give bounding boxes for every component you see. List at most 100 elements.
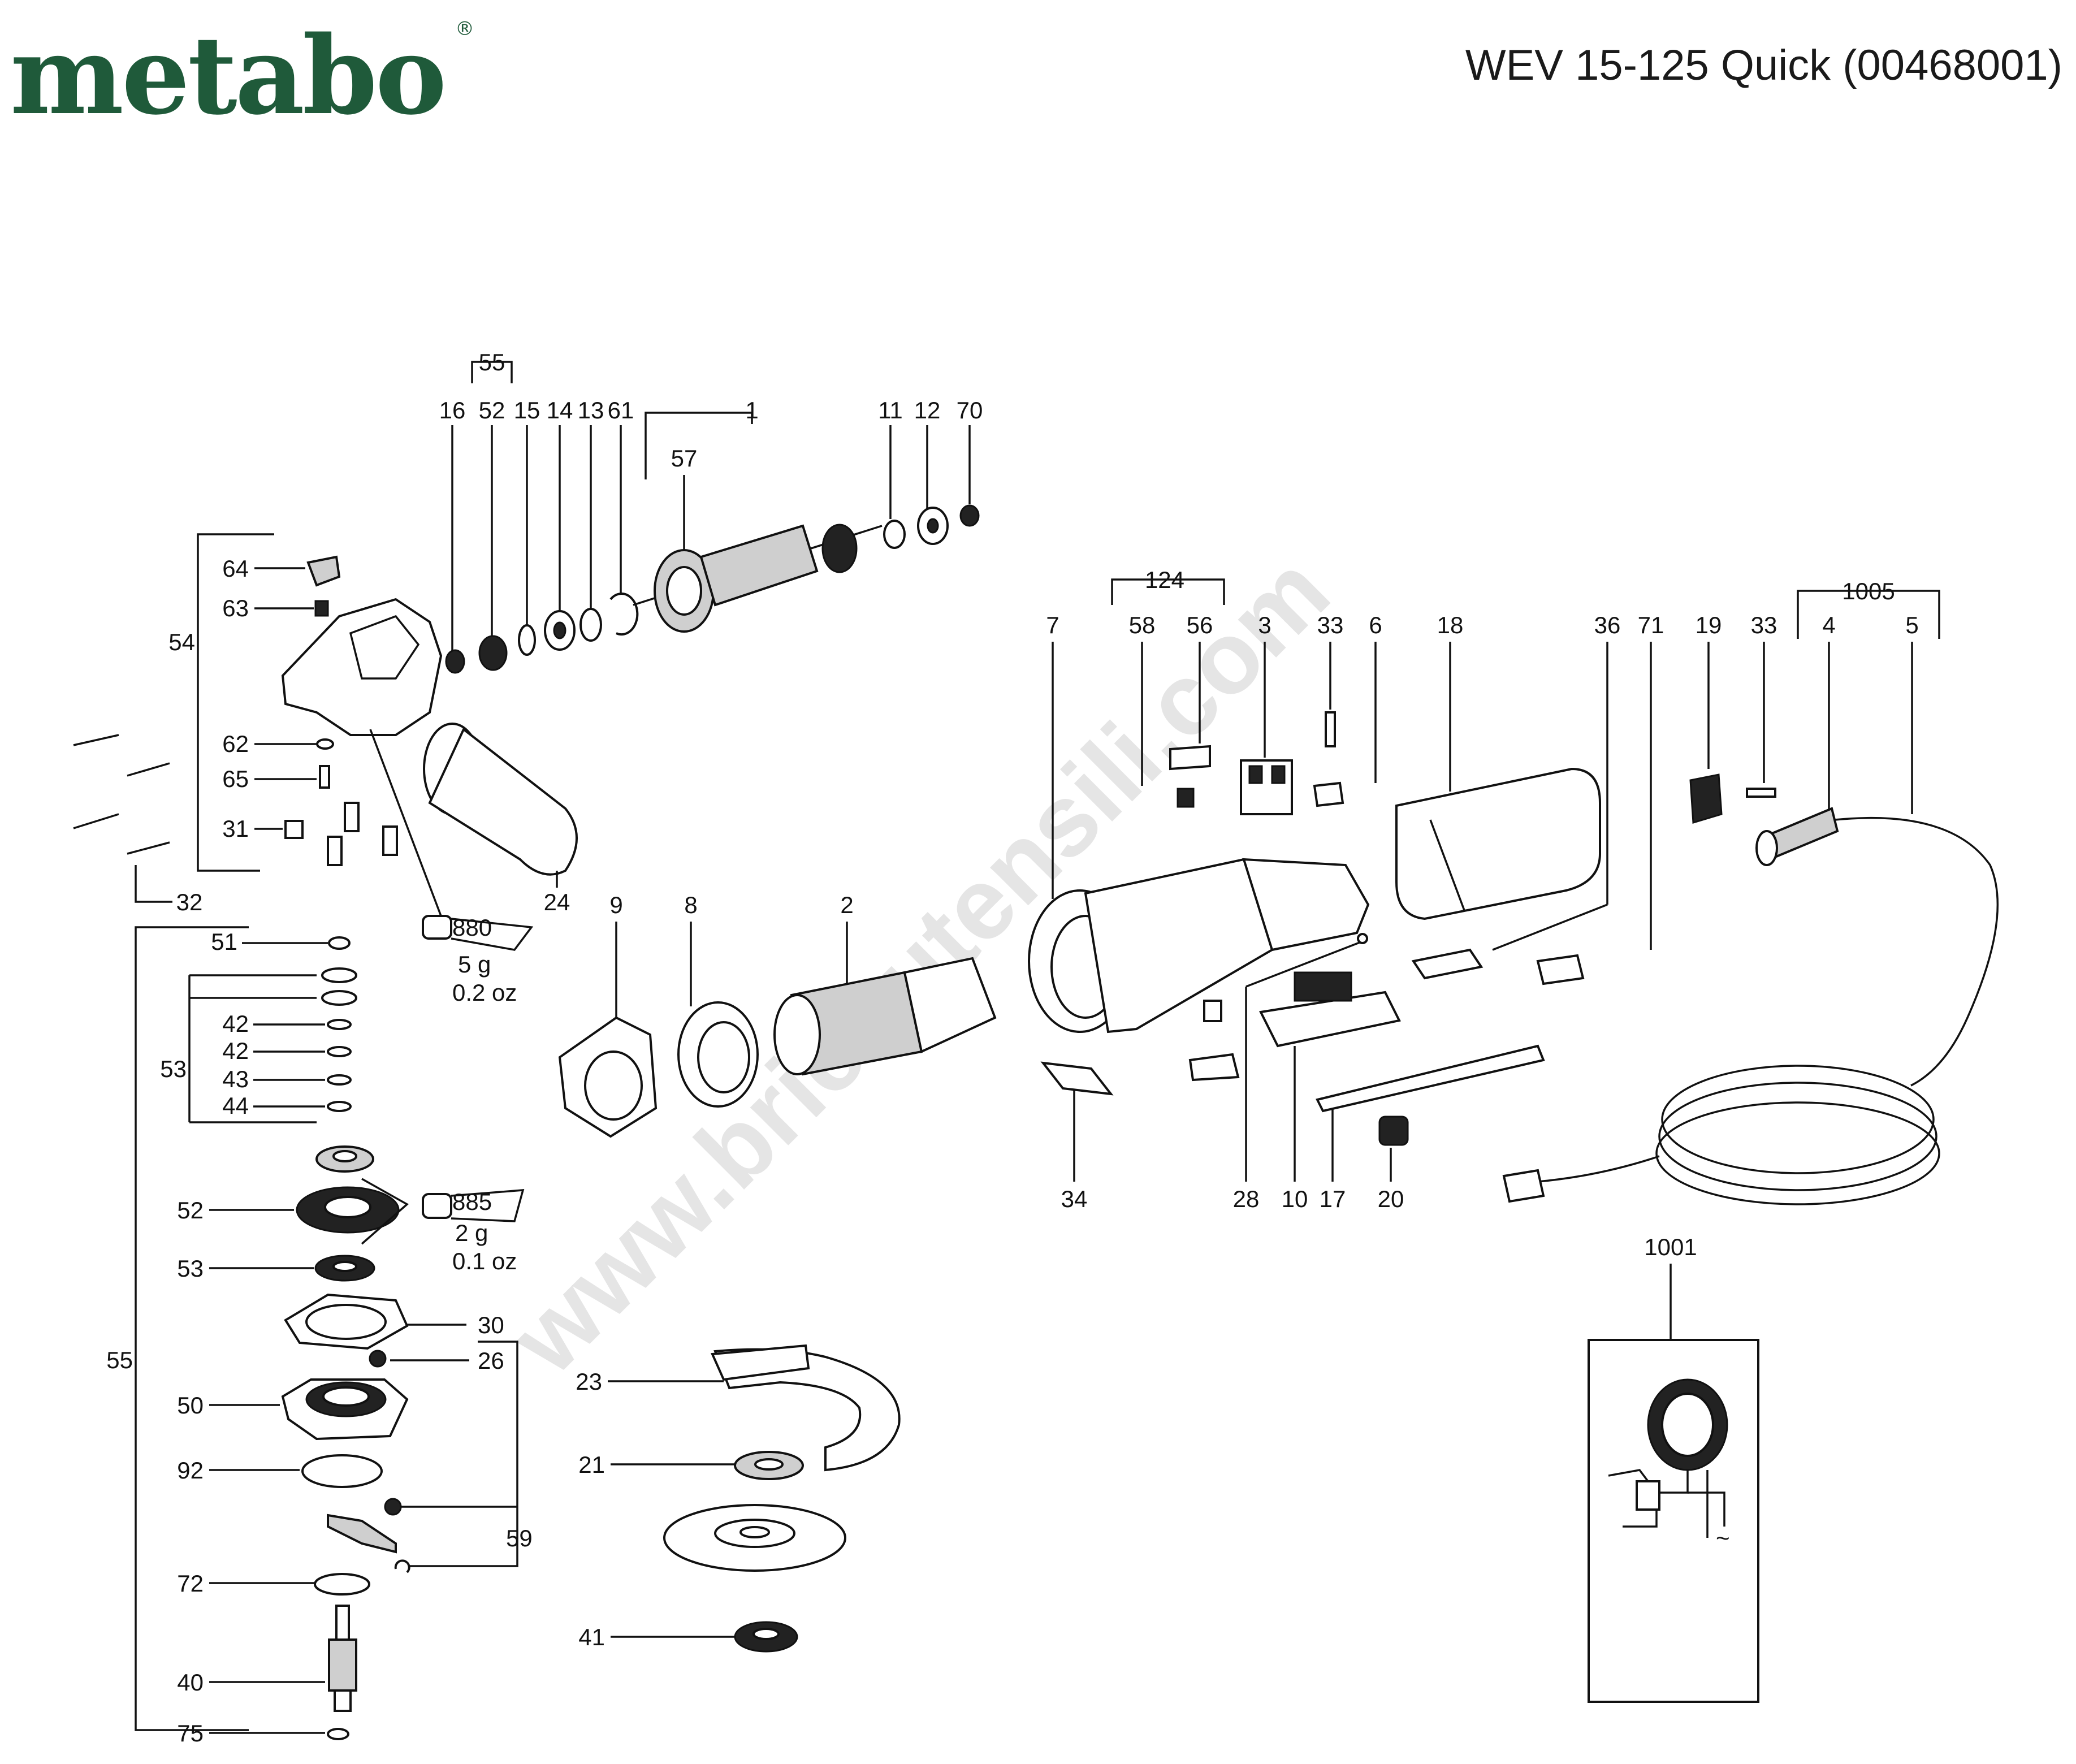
- screws-31: [284, 802, 398, 866]
- label-50: 50: [177, 1392, 204, 1419]
- label-61: 61: [608, 397, 634, 423]
- label-124: 124: [1145, 567, 1184, 593]
- label-885: 885: [452, 1188, 492, 1215]
- switch-rod-17: [1316, 1044, 1545, 1113]
- electronics-10: [1258, 971, 1401, 1048]
- slider-20: [1378, 1116, 1409, 1146]
- washer-11: [883, 520, 906, 549]
- label-71: 71: [1638, 612, 1664, 638]
- pinion-52: [478, 635, 508, 671]
- ring-75: [327, 1728, 349, 1740]
- label-52: 52: [177, 1197, 204, 1223]
- button-64: [306, 555, 341, 587]
- grinding-disc: [663, 1504, 846, 1572]
- label-57: 57: [671, 445, 698, 472]
- washer-15: [518, 624, 536, 656]
- label-53: 53: [160, 1056, 187, 1082]
- label-1001: 1001: [1644, 1234, 1697, 1260]
- fan-guide-9: [558, 1016, 658, 1138]
- label-41: 41: [578, 1624, 605, 1650]
- label-2: 2: [840, 892, 853, 918]
- wiring-diagram-1001: ~: [1588, 1339, 1759, 1703]
- label-24: 24: [544, 889, 570, 915]
- grease-885-weight: 2 g: [455, 1220, 488, 1246]
- label-13: 13: [578, 397, 604, 423]
- label-32: 32: [176, 889, 203, 915]
- label-34: 34: [1061, 1186, 1088, 1212]
- power-cable-5: [1502, 807, 1999, 1205]
- label-53b: 53: [177, 1255, 204, 1282]
- label-plate-34: [1040, 1061, 1114, 1096]
- flange-group: 55 51 53 42 42 43 44 52: [106, 926, 533, 1746]
- label-43: 43: [222, 1066, 249, 1092]
- grease-885-oz: 0.1 oz: [452, 1248, 517, 1274]
- label-23: 23: [576, 1368, 602, 1395]
- lever-59: [327, 1498, 410, 1573]
- label-20: 20: [1378, 1186, 1404, 1212]
- label-19: 19: [1696, 612, 1722, 638]
- flange-50: [281, 1378, 409, 1441]
- label-3: 3: [1258, 612, 1271, 638]
- oring-62: [316, 738, 334, 750]
- washer-72: [314, 1573, 370, 1596]
- label-10: 10: [1282, 1186, 1308, 1212]
- brand-logo-text: metabo: [10, 12, 444, 136]
- nut-51: [328, 936, 351, 950]
- label-72: 72: [177, 1570, 204, 1597]
- label-4: 4: [1822, 612, 1835, 638]
- label-58: 58: [1129, 612, 1156, 638]
- label-26: 26: [478, 1347, 504, 1374]
- bevel-gear-52: [296, 1186, 400, 1234]
- label-44: 44: [222, 1092, 249, 1119]
- label-12: 12: [914, 397, 941, 423]
- label-55-top: 55: [479, 349, 505, 375]
- grease-885: 885 2 g 0.1 oz: [422, 1188, 525, 1274]
- svg-text:~: ~: [1716, 1525, 1730, 1551]
- label-8: 8: [684, 892, 697, 918]
- label-42a: 42: [222, 1010, 249, 1037]
- grease-880-weight: 5 g: [458, 951, 491, 978]
- label-54: 54: [168, 629, 195, 655]
- screw-33b: [1746, 788, 1776, 798]
- label-17: 17: [1320, 1186, 1346, 1212]
- stator-2: [773, 957, 997, 1076]
- label-92: 92: [177, 1457, 204, 1484]
- label-16: 16: [439, 397, 466, 423]
- oring-92: [301, 1454, 383, 1488]
- registered-mark: ®: [455, 18, 474, 40]
- suppressor: [1188, 1053, 1240, 1082]
- label-42b: 42: [222, 1037, 249, 1064]
- air-guide-8: [677, 1001, 759, 1108]
- label-63: 63: [222, 595, 249, 621]
- label-56: 56: [1187, 612, 1213, 638]
- part-71: [1536, 954, 1585, 985]
- label-18: 18: [1437, 612, 1464, 638]
- armature-group: 55 1 57 16 52 15 14 13 61 11: [439, 349, 983, 674]
- label-5: 5: [1905, 612, 1918, 638]
- label-51: 51: [211, 928, 237, 955]
- ring-13: [579, 608, 602, 642]
- label-36: 36: [1594, 612, 1621, 638]
- label-55: 55: [106, 1347, 133, 1373]
- pin-65: [319, 765, 330, 789]
- screw-26: [369, 1350, 387, 1368]
- switch-3: [1240, 759, 1293, 815]
- metabo-logo: metabo ®: [10, 12, 474, 136]
- motor-housing-group: 9 8 2 7 34: [558, 612, 1370, 1212]
- label-31: 31: [222, 815, 249, 842]
- shim-53a: [321, 967, 357, 983]
- clamp-6: [1313, 781, 1344, 807]
- label-75: 75: [177, 1720, 204, 1746]
- armature-1: [633, 524, 883, 633]
- label-11: 11: [878, 397, 903, 423]
- holder-56: [1169, 745, 1211, 771]
- label-1: 1: [745, 397, 758, 423]
- label-21: 21: [578, 1451, 605, 1478]
- grease-880: 880 5 g 0.2 oz: [422, 914, 534, 1006]
- gear-housing: [281, 598, 443, 736]
- wheel-guard-23: [713, 1348, 901, 1472]
- label-64: 64: [222, 555, 249, 582]
- switch-group: 124 58 56 3 33 6 28 10 17: [1111, 567, 1545, 1212]
- label-40: 40: [177, 1669, 204, 1696]
- spindle-40: [328, 1605, 357, 1712]
